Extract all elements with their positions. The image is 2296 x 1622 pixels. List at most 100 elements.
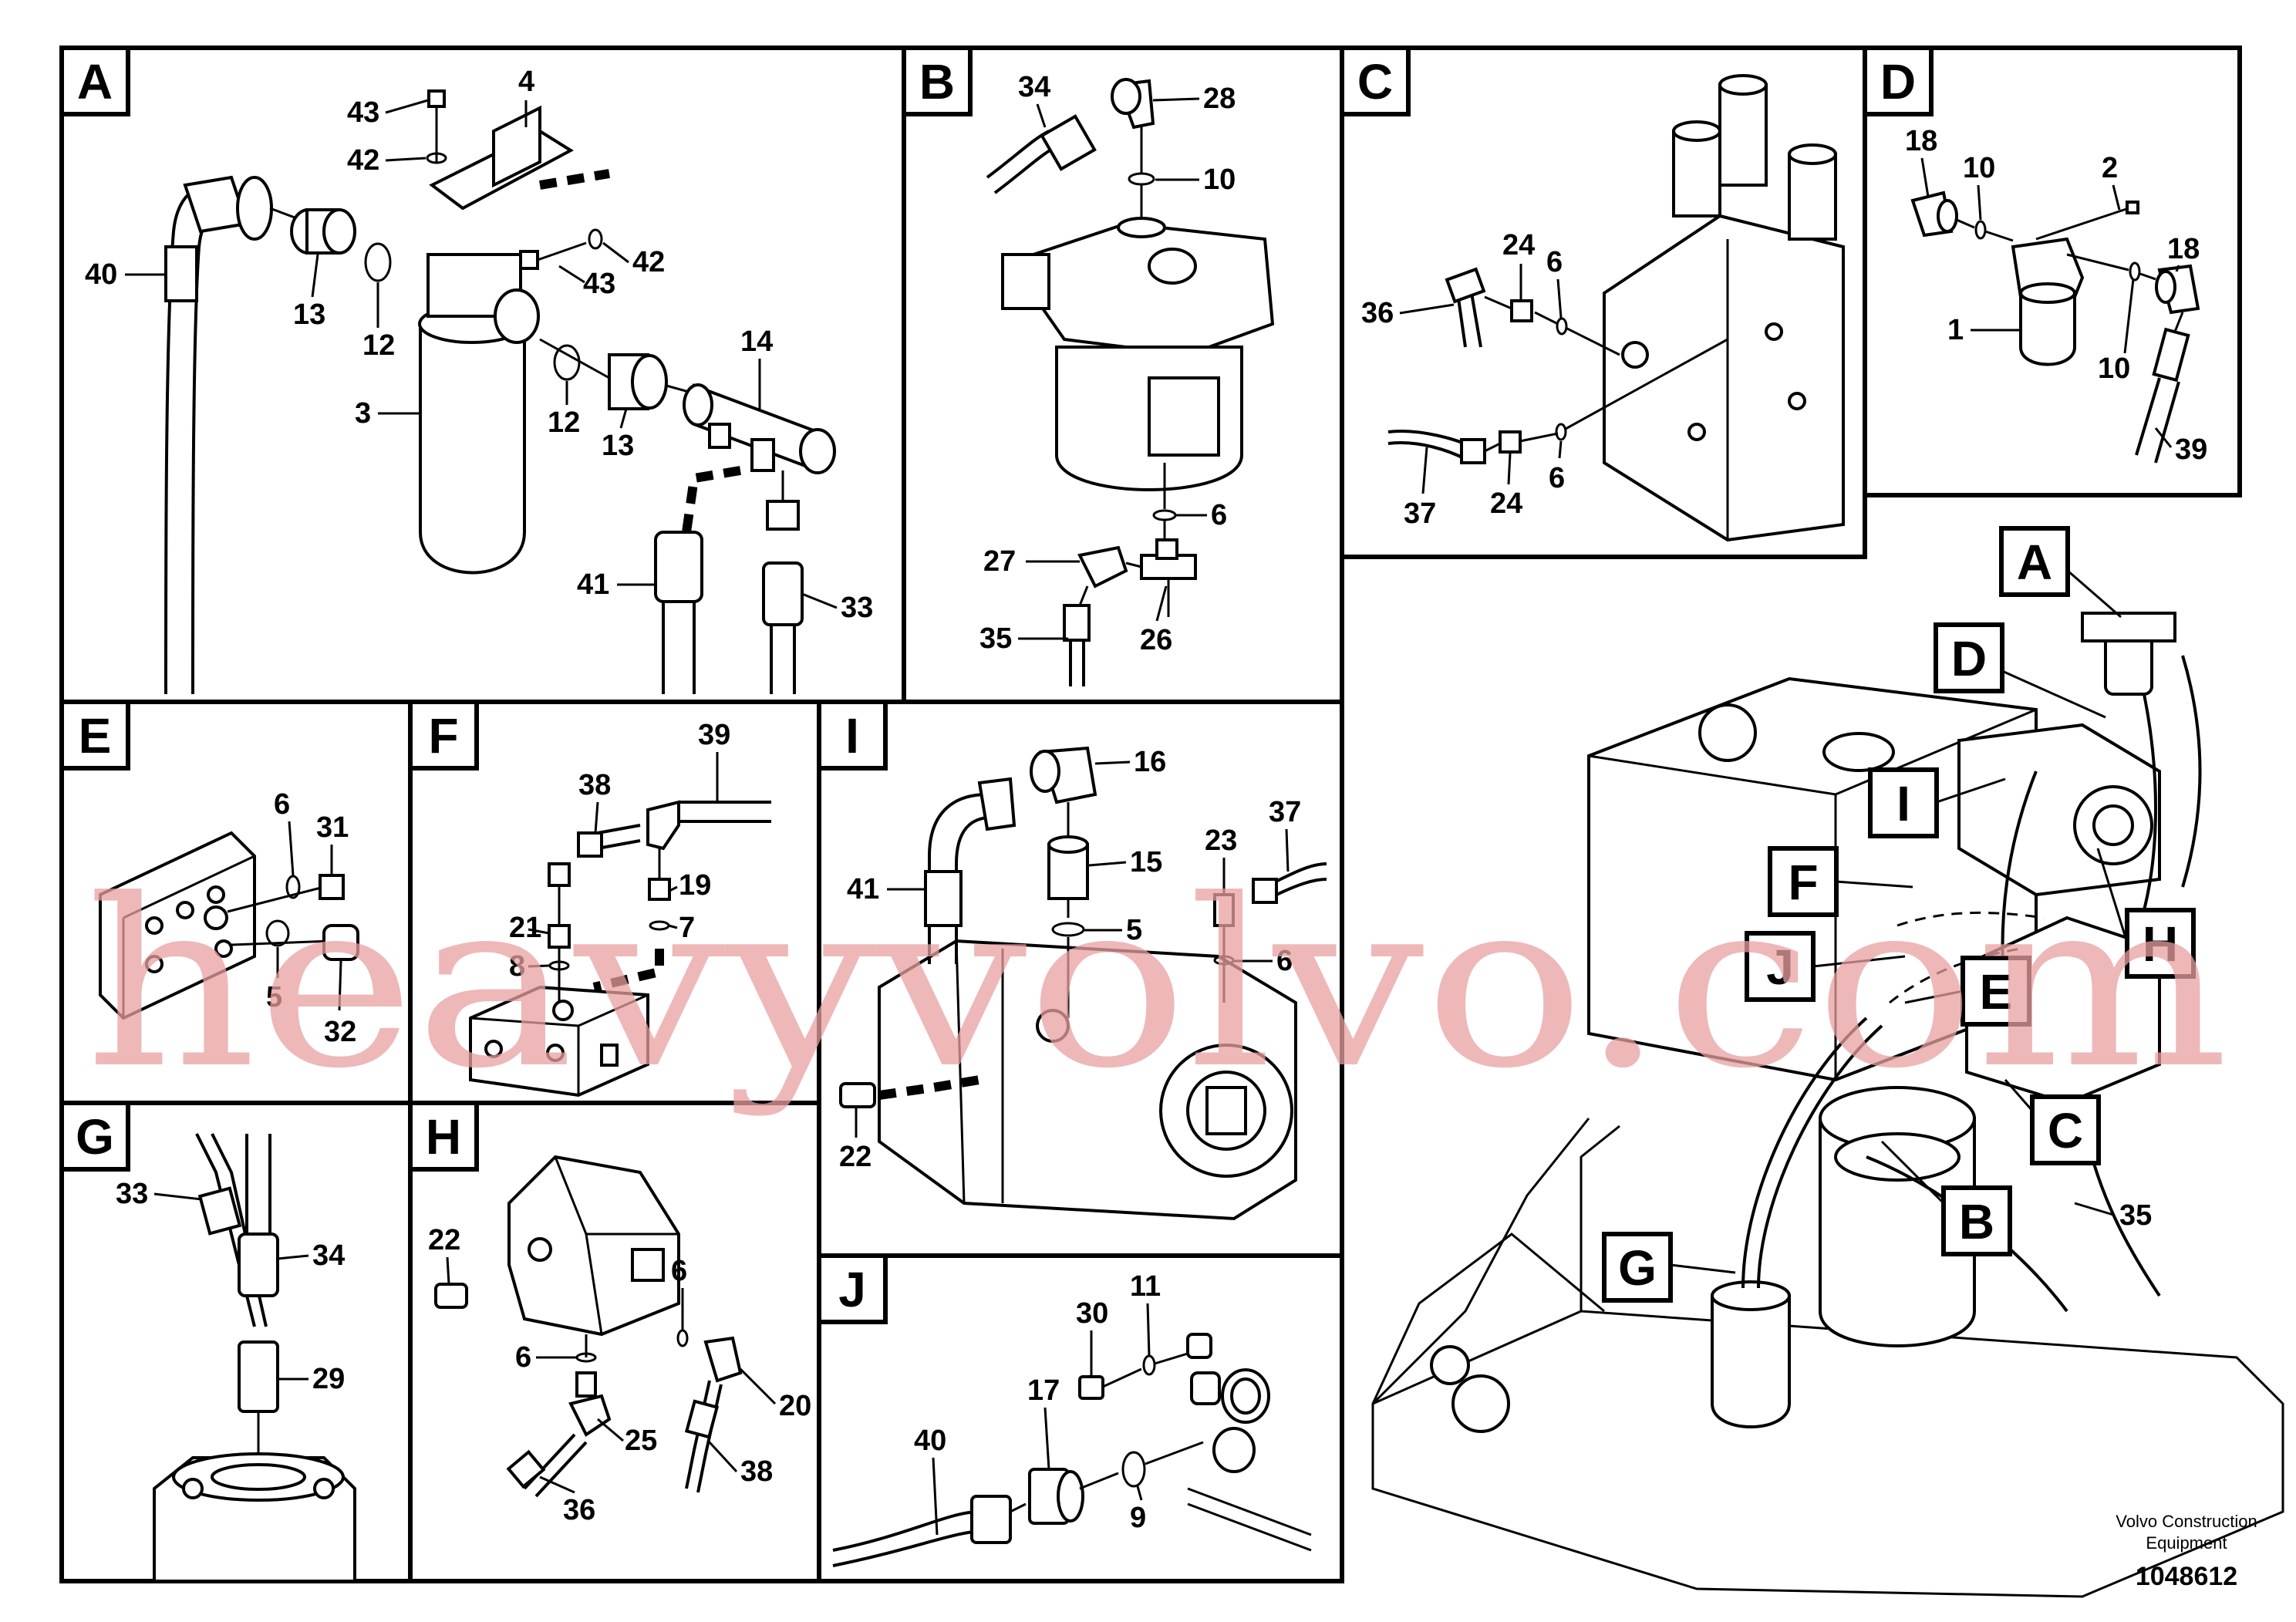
callout-d-10-bottom: 10 xyxy=(2098,352,2130,385)
watermark-text: heavyvolvo.com xyxy=(85,850,2229,1119)
callout-j-30: 30 xyxy=(1076,1297,1108,1330)
panel-b-callouts: 34 28 10 6 27 35 26 xyxy=(979,71,1236,656)
callout-a-3: 3 xyxy=(355,397,371,430)
panel-d-drawing xyxy=(1910,191,2200,464)
callout-j-17: 17 xyxy=(1027,1374,1060,1407)
overview-callout-35: 35 xyxy=(2119,1199,2152,1232)
panel-c-tag: C xyxy=(1340,46,1411,116)
callout-f-39: 39 xyxy=(698,719,730,751)
callout-h-22: 22 xyxy=(428,1224,460,1256)
callout-i-16: 16 xyxy=(1134,746,1166,778)
panel-g-callouts: 33 34 29 xyxy=(116,1178,345,1395)
panel-h-tag: H xyxy=(408,1101,479,1172)
panel-c-drawing xyxy=(1387,74,1845,542)
svg-text:H: H xyxy=(2143,916,2178,972)
callout-a-12-left: 12 xyxy=(362,329,395,362)
callout-a-12-right: 12 xyxy=(548,406,580,439)
callout-e-5: 5 xyxy=(266,981,282,1013)
callout-c-6-bottom: 6 xyxy=(1549,462,1565,494)
callout-h-38: 38 xyxy=(740,1455,773,1488)
callout-b-27: 27 xyxy=(983,545,1016,578)
callout-f-8: 8 xyxy=(509,950,525,983)
callout-a-42-right: 42 xyxy=(632,246,665,278)
svg-text:D: D xyxy=(1951,631,1987,686)
svg-text:J: J xyxy=(838,1262,866,1317)
callout-c-24-bottom: 24 xyxy=(1490,487,1522,520)
callout-a-40: 40 xyxy=(85,258,117,291)
callout-h-6-right: 6 xyxy=(671,1255,687,1287)
svg-text:D: D xyxy=(1880,54,1916,110)
panel-e-tag: E xyxy=(59,700,130,771)
callout-f-7: 7 xyxy=(679,912,695,944)
panel-j-tag: J xyxy=(817,1253,888,1324)
callout-f-19: 19 xyxy=(679,869,711,902)
callout-a-4: 4 xyxy=(518,66,534,98)
credit-line-1: Volvo Construction xyxy=(2116,1512,2257,1531)
svg-text:F: F xyxy=(428,708,458,764)
callout-a-43-top: 43 xyxy=(347,96,379,129)
credit-line-2: Equipment xyxy=(2146,1533,2227,1553)
callout-e-31: 31 xyxy=(316,811,349,844)
svg-text:B: B xyxy=(919,54,955,110)
svg-text:I: I xyxy=(1896,776,1910,831)
overview-tag-d: D xyxy=(1934,622,2106,719)
callout-i-22: 22 xyxy=(839,1141,872,1173)
callout-c-36: 36 xyxy=(1361,297,1394,329)
callout-c-6-top: 6 xyxy=(1546,246,1563,278)
overview-tag-e: E xyxy=(1904,956,2031,1027)
panel-i-callouts: 16 15 41 5 23 37 6 22 xyxy=(839,746,1301,1173)
callout-g-34: 34 xyxy=(312,1239,345,1272)
callout-j-9: 9 xyxy=(1130,1502,1146,1534)
callout-b-6: 6 xyxy=(1211,499,1227,531)
svg-text:A: A xyxy=(77,54,113,110)
callout-a-42-left: 42 xyxy=(347,144,379,177)
panel-b-tag: B xyxy=(902,46,973,116)
panel-f-drawing xyxy=(469,800,771,1098)
overview-tag-a: A xyxy=(1999,526,2122,619)
svg-text:E: E xyxy=(1980,964,2013,1020)
callout-b-34: 34 xyxy=(1018,71,1050,103)
callout-i-23: 23 xyxy=(1205,824,1237,857)
panel-e-drawing xyxy=(99,831,359,1020)
panel-f-callouts: 38 39 19 21 7 8 xyxy=(509,719,730,983)
callout-g-29: 29 xyxy=(312,1363,345,1395)
callout-f-21: 21 xyxy=(509,912,541,944)
callout-j-40: 40 xyxy=(914,1425,946,1457)
callout-i-15: 15 xyxy=(1130,846,1162,878)
callout-b-10: 10 xyxy=(1203,164,1236,196)
panel-d-tag: D xyxy=(1863,46,1934,116)
panel-a-drawing xyxy=(164,89,836,695)
callout-f-38: 38 xyxy=(578,769,611,801)
overview-tag-j: J xyxy=(1745,931,1906,1002)
panel-j-callouts: 30 11 17 40 9 xyxy=(914,1270,1161,1536)
panel-h-callouts: 22 6 6 20 25 38 36 xyxy=(428,1224,811,1526)
callout-b-26: 26 xyxy=(1140,624,1172,656)
callout-a-13-left: 13 xyxy=(293,298,325,331)
panel-g-drawing xyxy=(153,1133,356,1583)
panel-i-drawing xyxy=(839,746,1327,1221)
panel-a-tag: A xyxy=(59,46,130,116)
svg-text:C: C xyxy=(2048,1103,2083,1158)
callout-h-25: 25 xyxy=(625,1425,657,1457)
callout-e-32: 32 xyxy=(324,1016,356,1048)
panel-h-frame xyxy=(408,1101,821,1583)
callout-b-28: 28 xyxy=(1203,83,1236,115)
callout-b-35: 35 xyxy=(979,622,1012,655)
callout-d-39: 39 xyxy=(2175,433,2207,466)
svg-text:A: A xyxy=(2017,534,2052,590)
svg-text:C: C xyxy=(1357,54,1393,110)
panel-a-callouts: 43 4 42 42 43 40 13 12 3 12 13 14 41 33 xyxy=(85,66,873,624)
callout-a-14: 14 xyxy=(740,325,773,358)
callout-i-6: 6 xyxy=(1276,945,1293,977)
svg-text:J: J xyxy=(1766,939,1794,995)
callout-d-10-top: 10 xyxy=(1963,152,1995,184)
callout-d-18-left: 18 xyxy=(1905,125,1937,157)
svg-text:E: E xyxy=(79,708,112,764)
callout-d-2: 2 xyxy=(2102,152,2118,184)
svg-text:G: G xyxy=(76,1109,114,1165)
overview-tag-f: F xyxy=(1768,846,1913,917)
callout-c-24-top: 24 xyxy=(1502,229,1535,261)
callout-a-43-side: 43 xyxy=(583,268,615,300)
overview-tag-g: G xyxy=(1602,1232,1736,1303)
